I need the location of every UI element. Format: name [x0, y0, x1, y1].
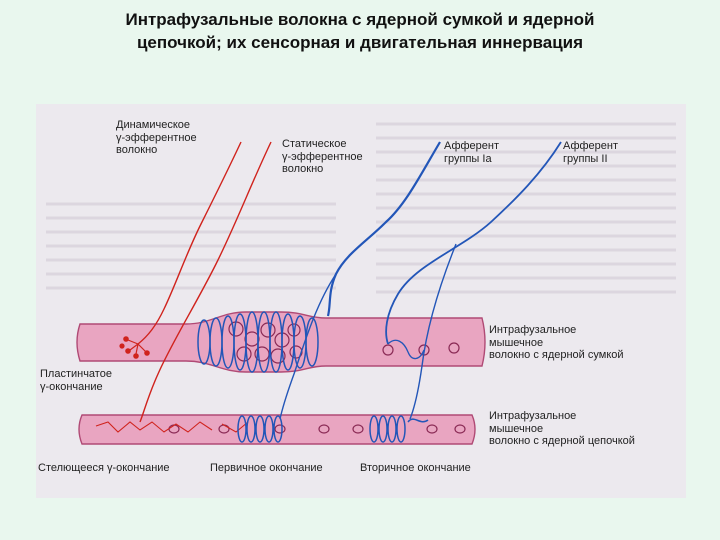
afferent-1a-axon [326, 141, 441, 317]
nuclear-bag-fiber [76, 311, 486, 373]
dynamic-gamma-efferent [137, 141, 242, 345]
illustration-panel: Динамическое γ-эфферентное волокно Стати… [36, 104, 686, 498]
label-dynamic-gamma: Динамическое γ-эфферентное волокно [116, 119, 197, 156]
plate-gamma-ending [119, 336, 150, 359]
secondary-ending-chain-spiral [369, 415, 429, 443]
primary-ending-bag-spiral [197, 311, 319, 373]
static-gamma-efferent [139, 141, 272, 423]
label-plate-ending: Пластинчатое γ-окончание [40, 368, 112, 393]
spindle-diagram [46, 122, 676, 445]
label-chain-fiber: Интрафузальное мышечное волокно с ядерно… [489, 410, 635, 447]
diagram-title: Интрафузальные волокна с ядерной сумкой … [0, 8, 720, 54]
label-static-gamma: Статическое γ-эфферентное волокно [282, 138, 363, 175]
afferent-1a-branch-chain [279, 273, 337, 420]
label-primary-ending: Первичное окончание [210, 462, 323, 474]
label-secondary-ending: Вторичное окончание [360, 462, 471, 474]
primary-ending-chain-spiral [237, 415, 283, 443]
trail-gamma-ending [95, 421, 249, 433]
afferent-2-axon [385, 141, 562, 345]
label-afferent-2: Афферент группы II [563, 140, 619, 165]
title-line-2: цепочкой; их сенсорная и двигательная ин… [136, 33, 584, 52]
chain-nuclei [168, 424, 466, 434]
label-trail-ending: Стелющееся γ-окончание [38, 462, 170, 474]
nuclear-chain-fiber [78, 414, 476, 445]
label-bag-fiber: Интрафузальное мышечное волокно с ядерно… [489, 324, 624, 361]
secondary-ending-bag [387, 339, 425, 360]
afferent-2-branch-chain [409, 243, 457, 420]
label-afferent-1a: Афферент группы Ia [444, 140, 500, 165]
title-line-1: Интрафузальные волокна с ядерной сумкой … [125, 10, 595, 29]
